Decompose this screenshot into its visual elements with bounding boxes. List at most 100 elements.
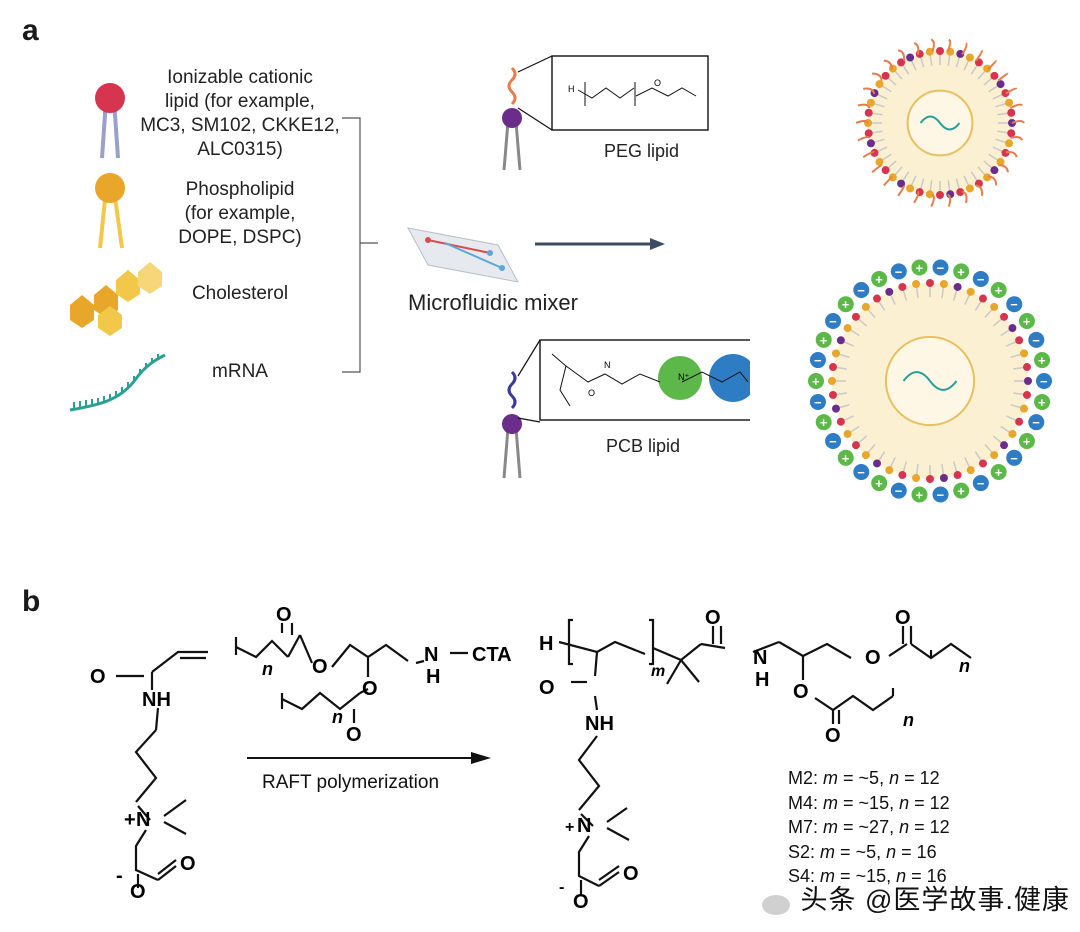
- product-polymer-structure: H m O N H O O n O O n O NH + N O - O: [539, 607, 972, 913]
- panel-b-label: b: [22, 585, 41, 618]
- watermark-text: 头条 @医学故事.健康: [800, 885, 1070, 915]
- svg-text:O: O: [573, 891, 589, 913]
- peg-lipid-label: PEG lipid: [604, 141, 680, 161]
- svg-text:−: −: [895, 264, 903, 279]
- svg-text:+: +: [875, 476, 883, 491]
- phospholipid-line-1: Phospholipid: [185, 179, 295, 200]
- svg-text:O: O: [793, 681, 809, 703]
- pcb-lipid-label: PCB lipid: [606, 436, 681, 456]
- pcb-lipid-icon: N O N⁺: [502, 339, 750, 479]
- svg-text:n: n: [262, 659, 273, 679]
- svg-text:−: −: [937, 260, 945, 275]
- svg-text:−: −: [1032, 415, 1040, 430]
- panel-a-label: a: [22, 14, 39, 47]
- svg-text:O: O: [865, 647, 881, 669]
- svg-text:N: N: [136, 809, 150, 831]
- peg-lnp-particle: [855, 38, 1025, 207]
- svg-text:−: −: [1010, 297, 1018, 312]
- ionizable-line-4: ALC0315): [197, 139, 283, 160]
- microfluidic-mixer-label: Microfluidic mixer: [408, 290, 578, 315]
- svg-text:+: +: [565, 819, 574, 836]
- chat-bubble-icon: [762, 894, 790, 915]
- svg-text:O: O: [312, 656, 328, 678]
- svg-text:+: +: [957, 264, 965, 279]
- svg-text:H: H: [568, 84, 575, 94]
- cholesterol-icon: [70, 262, 162, 336]
- svg-text:−: −: [895, 484, 903, 499]
- svg-text:O: O: [180, 853, 196, 875]
- svg-text:NH: NH: [142, 689, 171, 711]
- svg-text:+: +: [995, 465, 1003, 480]
- variant-row: S2: m = ~5, n = 16: [788, 841, 937, 862]
- svg-text:+: +: [875, 272, 883, 287]
- svg-text:−: −: [814, 353, 822, 368]
- microfluidic-chip-icon: [407, 227, 519, 283]
- svg-text:O: O: [623, 863, 639, 885]
- svg-text:−: −: [977, 272, 985, 287]
- svg-text:O: O: [825, 725, 841, 747]
- watermark: 头条 @医学故事.健康: [762, 878, 1070, 917]
- variant-row: S4: m = ~15, n = 16: [788, 866, 947, 886]
- variant-list: M2: m = ~5, n = 12 M4: m = ~15, n = 12 M…: [788, 766, 950, 889]
- svg-text:CTA: CTA: [472, 644, 512, 666]
- svg-text:N: N: [424, 644, 438, 666]
- svg-text:−: −: [937, 488, 945, 503]
- svg-text:-: -: [559, 879, 564, 896]
- svg-text:m: m: [651, 663, 665, 680]
- svg-text:+: +: [1023, 314, 1031, 329]
- svg-text:NH: NH: [585, 713, 614, 735]
- svg-text:−: −: [857, 465, 865, 480]
- cationic-lipid-icon: [95, 83, 125, 159]
- ionizable-line-2: lipid (for example,: [165, 91, 315, 112]
- svg-text:+: +: [124, 809, 136, 831]
- svg-text:+: +: [812, 374, 820, 389]
- svg-text:O: O: [705, 607, 721, 629]
- svg-text:+: +: [915, 260, 923, 275]
- svg-text:−: −: [1010, 451, 1018, 466]
- phospholipid-line-3: DOPE, DSPC): [178, 227, 302, 248]
- reaction-arrow-icon: [247, 752, 491, 764]
- svg-text:H: H: [755, 669, 769, 691]
- svg-text:O: O: [654, 78, 661, 88]
- variant-row: M7: m = ~27, n = 12: [788, 817, 950, 837]
- cholesterol-label: Cholesterol: [191, 283, 289, 304]
- ionizable-line-1: Ionizable cationic: [167, 67, 313, 88]
- svg-text:O: O: [346, 724, 362, 745]
- phospholipid-icon: [95, 173, 125, 249]
- svg-text:+: +: [1038, 353, 1046, 368]
- svg-text:−: −: [857, 283, 865, 298]
- monomer-structure: O NH + N O - O: [90, 650, 208, 903]
- variant-row: M2: m = ~5, n = 12: [788, 768, 940, 788]
- peg-lipid-icon: H O: [502, 55, 709, 171]
- phospholipid-line-2: (for example,: [184, 203, 296, 224]
- svg-text:+: +: [915, 488, 923, 503]
- mrna-icon: [69, 353, 166, 412]
- svg-text:O: O: [276, 605, 292, 626]
- svg-text:N: N: [753, 647, 767, 669]
- svg-text:O: O: [130, 881, 146, 903]
- svg-text:+: +: [820, 333, 828, 348]
- svg-text:N: N: [604, 360, 611, 370]
- svg-text:−: −: [814, 395, 822, 410]
- process-arrow-icon: [535, 238, 665, 250]
- svg-text:O: O: [588, 388, 595, 398]
- svg-text:N: N: [577, 815, 591, 837]
- svg-text:-: -: [116, 865, 123, 887]
- svg-text:−: −: [1032, 333, 1040, 348]
- svg-text:n: n: [959, 656, 970, 676]
- svg-text:n: n: [903, 710, 914, 730]
- svg-text:N⁺: N⁺: [678, 372, 689, 382]
- ionizable-line-3: MC3, SM102, CKKE12,: [140, 115, 340, 136]
- svg-text:H: H: [426, 666, 440, 688]
- svg-text:O: O: [539, 677, 555, 699]
- mrna-label: mRNA: [212, 361, 268, 382]
- svg-text:n: n: [332, 707, 343, 727]
- component-icons: [69, 83, 166, 412]
- svg-text:O: O: [90, 666, 106, 688]
- svg-text:−: −: [829, 314, 837, 329]
- svg-text:O: O: [895, 607, 911, 629]
- bracket: [342, 117, 378, 373]
- cta-reagent-structure: O n O N H CTA O n O: [234, 605, 512, 745]
- svg-text:−: −: [829, 434, 837, 449]
- reaction-label: RAFT polymerization: [262, 772, 440, 793]
